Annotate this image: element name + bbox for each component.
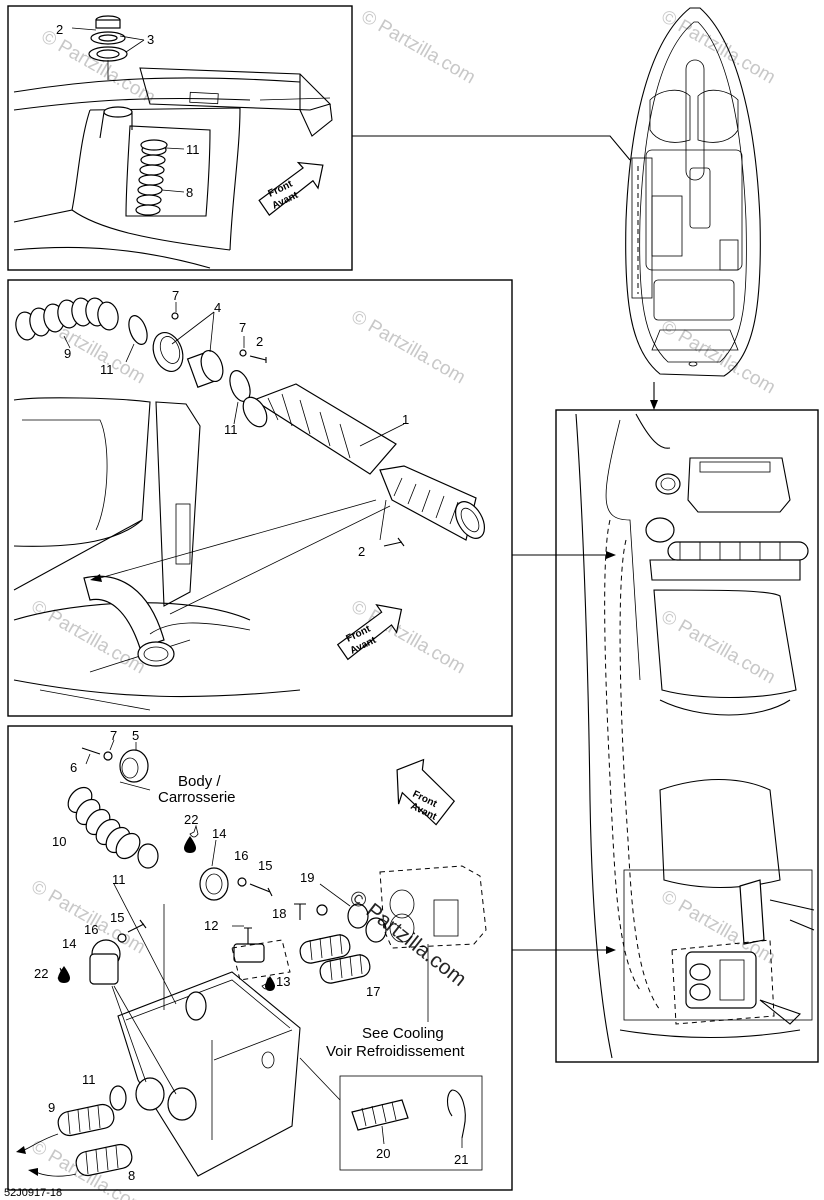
callout-label: 20 [376,1146,390,1161]
watermark: © Partzilla.com [28,876,149,958]
body-label-en: Body / [178,773,221,790]
cooling-label-en: See Cooling [362,1025,444,1042]
callout-label: 22 [184,812,198,827]
callout-label: 11 [224,422,238,437]
callout-label: 19 [300,870,314,885]
watermark: © Partzilla.com [658,606,779,688]
panel-3-artwork [16,739,487,1177]
callout-label: 9 [48,1100,55,1115]
callout-label: 3 [147,32,154,47]
watermark: © Partzilla.com [658,316,779,398]
callout-label: 2 [56,22,63,37]
callout-label: 10 [52,834,66,849]
hose-8-lower [75,1143,133,1177]
connector-lines [352,135,658,954]
callout-label: 14 [212,826,226,841]
callout-label: 2 [358,544,365,559]
callout-label: 8 [186,185,193,200]
hose-10-ribs [67,786,141,860]
callout-label: 11 [112,872,126,887]
callout-label: 7 [172,288,179,303]
panel-1-artwork [13,15,333,269]
callout-label: 14 [62,936,76,951]
hose-9-ribs [15,297,119,341]
callout-label: 2 [256,334,263,349]
callout-label: 7 [239,320,246,335]
callout-label: 22 [34,966,48,981]
panel-2-artwork [13,297,486,711]
callout-label: 5 [132,728,139,743]
hose-1 [242,383,486,541]
watermark: © Partzilla.com [358,6,479,88]
callout-label: 9 [64,346,71,361]
panel-middle-left [7,279,513,717]
cooling-label-fr: Voir Refroidissement [326,1043,465,1060]
callout-label: 17 [366,984,380,999]
callout-label: 12 [204,918,218,933]
fluid-drop-icon [58,966,70,983]
callout-label: 16 [234,848,248,863]
callout-label: 13 [276,974,290,989]
boat-overview-artwork [625,7,761,377]
right-detail-artwork [575,413,815,1059]
hose-9-lower [57,1103,115,1137]
callout-label: 18 [272,906,286,921]
callout-label: 8 [128,1168,135,1183]
body-label-fr: Carrosserie [158,789,236,806]
panel-top-left [7,5,353,271]
fluid-drop-icon [184,836,196,853]
callout-label: 1 [402,412,409,427]
callout-label: 11 [82,1072,96,1087]
callout-label: 21 [454,1152,468,1167]
callout-label: 7 [110,728,117,743]
panel-bottom-left [7,725,513,1191]
callout-label: 16 [84,922,98,937]
watermark: © Partzilla.com [658,6,779,88]
hose-17 [299,933,371,984]
callout-label: 15 [258,858,272,873]
callout-label: 4 [214,300,221,315]
hose-8-ribs [135,144,167,216]
callout-label: 11 [100,362,114,377]
drawing-number: 52J0917-18 [4,1187,62,1199]
callout-label: 15 [110,910,124,925]
panel-right-detail [555,409,819,1063]
callout-label: 6 [70,760,77,775]
callout-label: 11 [186,142,200,157]
watermark: © Partzilla.com [348,306,469,388]
fluid-drop-icon [265,976,275,991]
